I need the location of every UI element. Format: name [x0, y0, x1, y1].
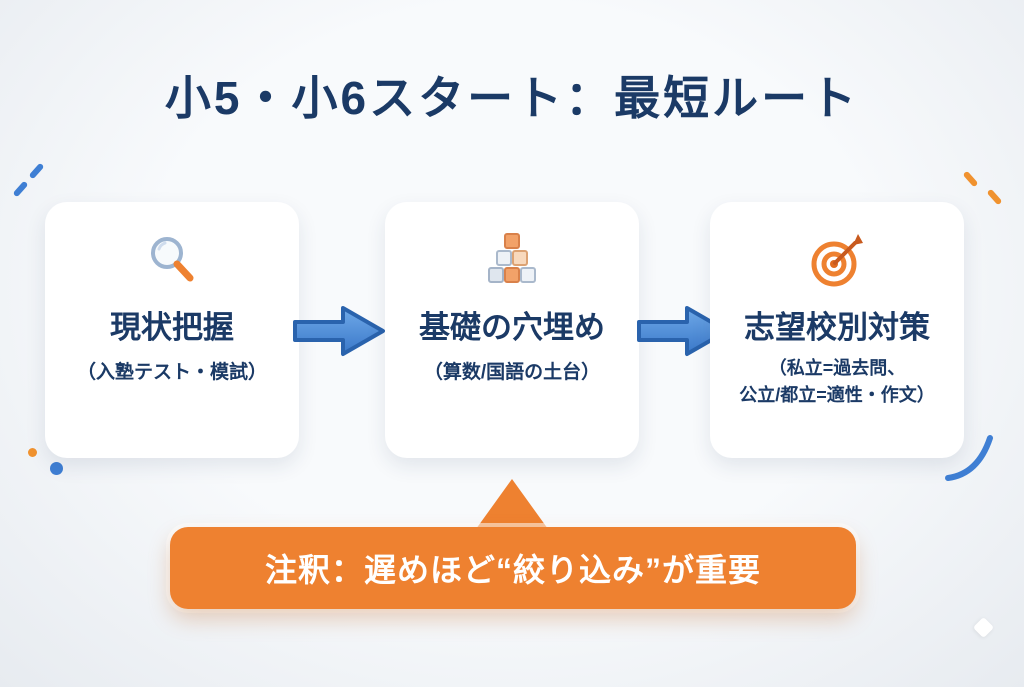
step-card-current-status: 現状把握 （入塾テスト・模試）: [45, 202, 299, 458]
step-sublabel: （算数/国語の土台）: [423, 362, 601, 383]
step-sublabel: （入塾テスト・模試）: [76, 362, 267, 383]
accent-dot-orange: [28, 448, 37, 457]
accent-dash-top-right-1: [962, 170, 979, 188]
step-sublabel-line2: 公立/都立=適性・作文）: [739, 385, 935, 405]
accent-dot-blue: [50, 462, 63, 475]
step-label: 現状把握: [110, 310, 234, 345]
arrow-right-icon: [637, 306, 729, 356]
accent-dash-top-left-2: [12, 180, 29, 198]
note-text: 注釈：遅めほど“絞り込み”が重要: [264, 552, 761, 588]
accent-dash-top-right-2: [986, 188, 1003, 206]
blocks-icon: [480, 226, 544, 294]
target-icon: [805, 226, 869, 294]
accent-diamond: [972, 616, 995, 639]
accent-swoosh-icon: [945, 435, 993, 481]
accent-dash-top-left-1: [28, 162, 45, 180]
arrow-right-icon: [293, 306, 385, 356]
step-sublabel: （私立=過去問、 公立/都立=適性・作文）: [739, 355, 935, 409]
note-pointer: [476, 479, 548, 529]
step-sublabel-line1: （私立=過去問、: [768, 358, 906, 378]
step-label: 志望校別対策: [744, 310, 930, 345]
note-banner: 注釈：遅めほど“絞り込み”が重要: [170, 527, 856, 609]
step-card-foundation: 基礎の穴埋め （算数/国語の土台）: [385, 202, 639, 458]
page-title: 小5・小6スタート：最短ルート: [164, 72, 860, 124]
step-label: 基礎の穴埋め: [419, 310, 605, 345]
step-card-school-specific: 志望校別対策 （私立=過去問、 公立/都立=適性・作文）: [710, 202, 964, 458]
magnifier-icon: [140, 226, 204, 294]
